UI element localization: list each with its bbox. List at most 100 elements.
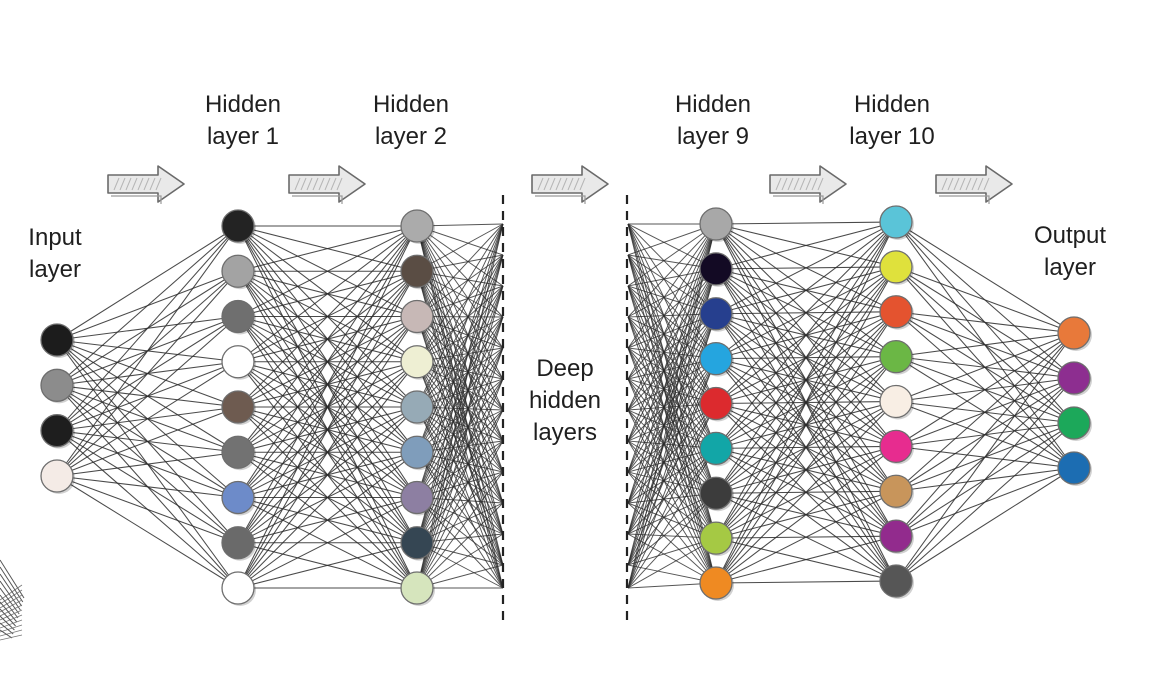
connection-line — [237, 225, 418, 272]
hidden-9-node-2 — [699, 252, 733, 286]
hidden-2-node-1 — [400, 209, 434, 243]
connection-stub — [416, 361, 504, 566]
connection-line — [237, 497, 418, 589]
connection-line — [715, 221, 897, 539]
hidden-1-node-8 — [221, 526, 255, 560]
connection-stub — [627, 358, 717, 504]
hidden-9-node-3 — [699, 297, 733, 331]
connection-stub — [416, 361, 504, 442]
connection-stub — [416, 451, 504, 566]
hidden-10-node-4 — [879, 339, 913, 374]
input-node-3 — [40, 414, 74, 448]
connection-line — [56, 475, 239, 589]
right-arrow-icon — [288, 165, 366, 204]
hidden-1-node-5 — [221, 390, 255, 424]
connection-stub — [416, 285, 504, 453]
connection-stub — [627, 448, 717, 535]
section-dividers — [501, 195, 629, 622]
hidden-2-node-6 — [400, 435, 434, 469]
corner-decoration-line — [0, 587, 20, 615]
hidden-2-node-4 — [400, 345, 434, 379]
hidden-1-node-1 — [221, 209, 255, 243]
hidden-10-node-9 — [879, 564, 913, 598]
connection-line — [237, 316, 418, 589]
hidden-layer-2-label-line-1: Hidden — [372, 91, 450, 118]
connection-line — [237, 225, 418, 408]
connection-line — [715, 445, 897, 584]
hidden-9-node-1 — [699, 207, 733, 241]
hidden-2-node-2 — [400, 254, 434, 288]
connection-stub — [416, 254, 504, 453]
hidden-1-node-7 — [221, 480, 255, 515]
corner-decoration-line — [0, 624, 23, 633]
connection-line — [715, 580, 897, 584]
connection-stub — [416, 406, 504, 589]
connection-stub — [416, 347, 504, 543]
hidden-9-node-4 — [699, 341, 733, 376]
connection-stub — [627, 403, 717, 504]
connection-line — [715, 490, 897, 584]
connection-stub — [416, 316, 504, 504]
connection-line — [715, 311, 897, 584]
connection-stub — [416, 361, 504, 473]
connection-stub — [627, 313, 717, 504]
hidden-2-node-8 — [400, 526, 434, 560]
hidden-9-node-9 — [699, 566, 733, 600]
connection-line — [715, 535, 897, 584]
connection-line — [715, 221, 897, 449]
connection-stub — [416, 254, 504, 408]
hidden-1-node-6 — [221, 435, 255, 469]
hidden-2-node-9 — [400, 571, 434, 605]
input-node-2 — [40, 368, 74, 402]
connection-stub — [627, 492, 717, 589]
hidden-1-node-9 — [221, 571, 255, 605]
corner-decoration-line — [0, 622, 14, 635]
connection-line — [715, 356, 897, 584]
connection-stub — [627, 223, 717, 315]
connection-line — [895, 332, 1075, 537]
output-node-4 — [1057, 451, 1091, 485]
hidden-2-node-3 — [400, 299, 434, 334]
connection-stub — [627, 313, 717, 380]
connection-stub — [416, 225, 504, 442]
corner-decoration-line — [0, 580, 21, 611]
input-layer-label: Input layer — [10, 222, 100, 286]
connection-stub — [416, 316, 504, 473]
connection-stub — [416, 223, 504, 363]
connection-line — [895, 332, 1075, 358]
corner-decoration-line — [0, 584, 23, 601]
connection-stub — [416, 406, 504, 535]
connection-stub — [416, 254, 504, 317]
connection-stub — [627, 409, 717, 494]
connection-stub — [627, 502, 717, 584]
connection-stub — [416, 361, 504, 535]
right-arrow-icon — [531, 165, 609, 204]
hidden-10-node-3 — [879, 295, 913, 329]
connection-line — [56, 316, 239, 477]
connection-stub — [416, 361, 504, 504]
connection-line — [895, 332, 1075, 582]
connection-stub — [627, 358, 717, 473]
hidden-10-node-1 — [879, 205, 913, 239]
connection-stub — [416, 223, 504, 317]
connection-line — [56, 451, 239, 477]
hidden-9-node-7 — [699, 476, 733, 510]
connection-stub — [416, 471, 504, 589]
connection-stub — [627, 448, 717, 566]
flow-arrows — [107, 165, 1013, 204]
connection-stub — [627, 313, 717, 411]
hidden-layer-10-label: Hidden layer 10 — [832, 89, 952, 153]
connection-stub — [416, 533, 504, 589]
connection-line — [237, 406, 418, 589]
corner-decoration-line — [0, 629, 13, 639]
connection-stub — [416, 285, 504, 498]
connection-stub — [627, 316, 717, 404]
connection-stub — [416, 223, 504, 408]
corner-decoration-line — [0, 614, 23, 625]
connection-stub — [416, 497, 504, 589]
corner-decoration-line — [0, 604, 23, 617]
neuron-nodes — [40, 205, 1092, 606]
connection-line — [715, 221, 897, 360]
connection-line — [56, 361, 239, 477]
connection-stub — [627, 313, 717, 473]
